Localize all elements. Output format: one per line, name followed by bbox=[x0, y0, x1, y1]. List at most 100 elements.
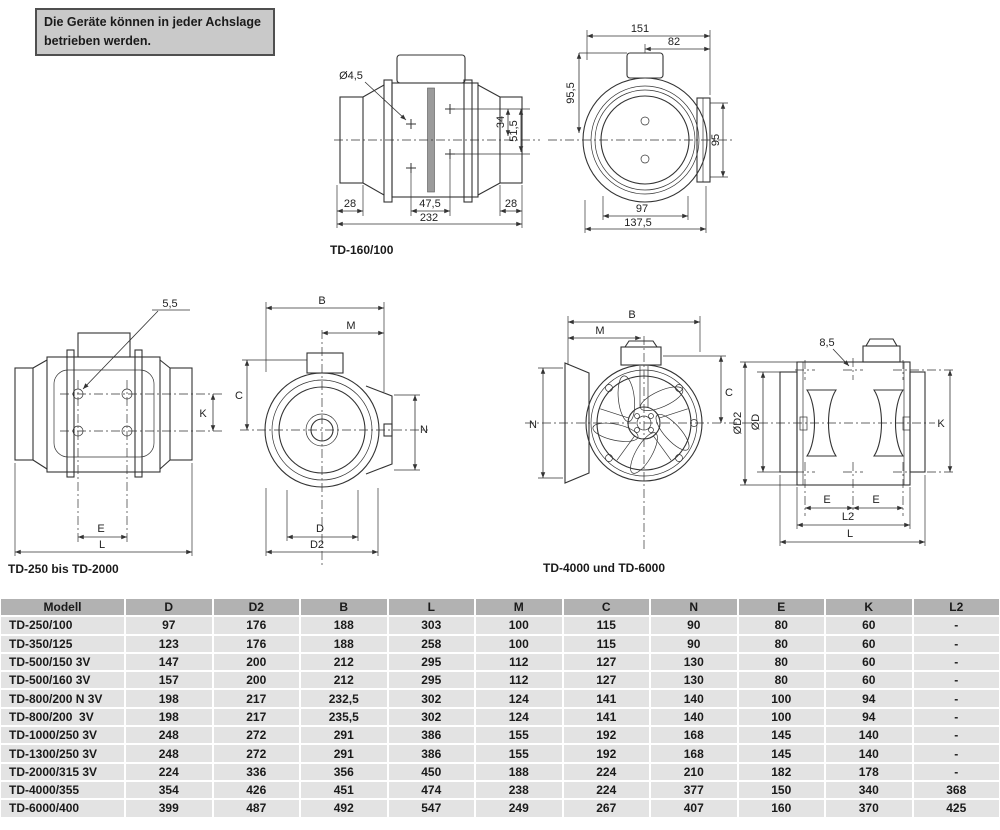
dimension-cell: 80 bbox=[737, 634, 825, 653]
dimension-cell: 291 bbox=[300, 744, 388, 763]
dimension-cell: 336 bbox=[212, 762, 300, 781]
guide-vanes bbox=[600, 408, 688, 461]
dimension-cell: 303 bbox=[387, 616, 475, 635]
dimension-cell: 145 bbox=[737, 726, 825, 745]
dimension-cell: 115 bbox=[562, 634, 650, 653]
dimension-cell: 123 bbox=[125, 634, 213, 653]
dimension-cell: 377 bbox=[650, 780, 738, 800]
dimension-lines bbox=[336, 81, 530, 228]
impeller-blades bbox=[592, 375, 690, 474]
dimension-cell: - bbox=[912, 616, 1000, 635]
dimension-cell: 238 bbox=[475, 780, 563, 800]
dimension-cell: 217 bbox=[212, 689, 300, 708]
dimension-cell: 370 bbox=[825, 799, 913, 818]
column-header: L bbox=[387, 598, 475, 617]
dim-OD: ØD bbox=[750, 414, 762, 431]
dimension-cell: 224 bbox=[562, 762, 650, 781]
dimension-cell: - bbox=[912, 634, 1000, 653]
model-cell: TD-800/200 N 3V bbox=[0, 689, 125, 708]
dimension-cell: 100 bbox=[737, 707, 825, 727]
fan-front bbox=[525, 336, 737, 552]
dimension-cell: 112 bbox=[475, 671, 563, 690]
dim-97: 97 bbox=[636, 203, 648, 215]
dimension-cell: 140 bbox=[650, 689, 738, 708]
dimension-cell: 124 bbox=[475, 707, 563, 727]
dimension-cell: 127 bbox=[562, 671, 650, 690]
dim-K: K bbox=[937, 418, 945, 430]
dimension-cell: 200 bbox=[212, 652, 300, 672]
column-header: D bbox=[125, 598, 213, 617]
dimension-cell: 188 bbox=[300, 634, 388, 653]
dimension-cell: 212 bbox=[300, 671, 388, 690]
dimension-lines bbox=[576, 30, 728, 233]
dimension-cell: 80 bbox=[737, 652, 825, 672]
dimension-cell: 80 bbox=[737, 671, 825, 690]
dimension-cell: 200 bbox=[212, 671, 300, 690]
model-cell: TD-2000/315 3V bbox=[0, 762, 125, 781]
dimension-cell: 492 bbox=[300, 799, 388, 818]
model-cell: TD-250/100 bbox=[0, 616, 125, 635]
dimension-cell: 295 bbox=[387, 671, 475, 690]
dimension-cell: 451 bbox=[300, 780, 388, 800]
dim-95-5: 95,5 bbox=[565, 82, 577, 103]
column-header: C bbox=[562, 598, 650, 617]
dim-137-5: 137,5 bbox=[624, 217, 652, 229]
model-cell: TD-500/150 3V bbox=[0, 652, 125, 672]
dimension-cell: 212 bbox=[300, 652, 388, 672]
dimension-cell: 272 bbox=[212, 744, 300, 763]
dimension-cell: 399 bbox=[125, 799, 213, 818]
dimension-cell: 176 bbox=[212, 616, 300, 635]
dimension-cell: 100 bbox=[475, 616, 563, 635]
dimension-cell: 178 bbox=[825, 762, 913, 781]
dim-M: M bbox=[595, 325, 604, 337]
dimension-cell: 249 bbox=[475, 799, 563, 818]
screw-holes bbox=[406, 104, 455, 173]
model-cell: TD-800/200 3V bbox=[0, 707, 125, 727]
model-cell: TD-6000/400 bbox=[0, 799, 125, 818]
dimension-cell: 210 bbox=[650, 762, 738, 781]
fan-front bbox=[240, 330, 428, 568]
dimension-cell: 248 bbox=[125, 744, 213, 763]
column-header: N bbox=[650, 598, 738, 617]
dimension-cell: 140 bbox=[650, 707, 738, 727]
dimension-cell: - bbox=[912, 671, 1000, 690]
dimension-cell: 248 bbox=[125, 726, 213, 745]
dimension-cell: 176 bbox=[212, 634, 300, 653]
fan-housing bbox=[742, 338, 956, 516]
dim-51-5: 51,5 bbox=[508, 120, 520, 141]
dimension-cell: 80 bbox=[737, 616, 825, 635]
dimension-cell: 426 bbox=[212, 780, 300, 800]
dimension-cell: 60 bbox=[825, 652, 913, 672]
dimension-cell: 150 bbox=[737, 780, 825, 800]
model-cell: TD-1000/250 3V bbox=[0, 726, 125, 745]
dimension-cell: 60 bbox=[825, 634, 913, 653]
dim-E-right: E bbox=[872, 494, 879, 506]
dim-B: B bbox=[318, 295, 325, 307]
dimension-cell: 188 bbox=[300, 616, 388, 635]
dim-hole-5-5: 5,5 bbox=[162, 298, 177, 310]
info-box-line2: betrieben werden. bbox=[44, 33, 151, 48]
dim-N: N bbox=[420, 424, 428, 436]
column-header: L2 bbox=[912, 598, 1000, 617]
dimension-cell: 198 bbox=[125, 689, 213, 708]
dimension-lines bbox=[538, 316, 726, 479]
dimension-cell: 295 bbox=[387, 652, 475, 672]
dimension-cell: 130 bbox=[650, 671, 738, 690]
dimension-cell: 474 bbox=[387, 780, 475, 800]
dimension-cell: 182 bbox=[737, 762, 825, 781]
dim-E-left: E bbox=[823, 494, 830, 506]
dimension-cell: 188 bbox=[475, 762, 563, 781]
dimension-cell: 145 bbox=[737, 744, 825, 763]
dimension-cell: 141 bbox=[562, 689, 650, 708]
td160-front-drawing: 151 82 95,5 95 97 137,5 bbox=[548, 23, 733, 233]
dimension-cell: 90 bbox=[650, 634, 738, 653]
dimension-cell: 100 bbox=[737, 689, 825, 708]
dimension-cell: 100 bbox=[475, 634, 563, 653]
